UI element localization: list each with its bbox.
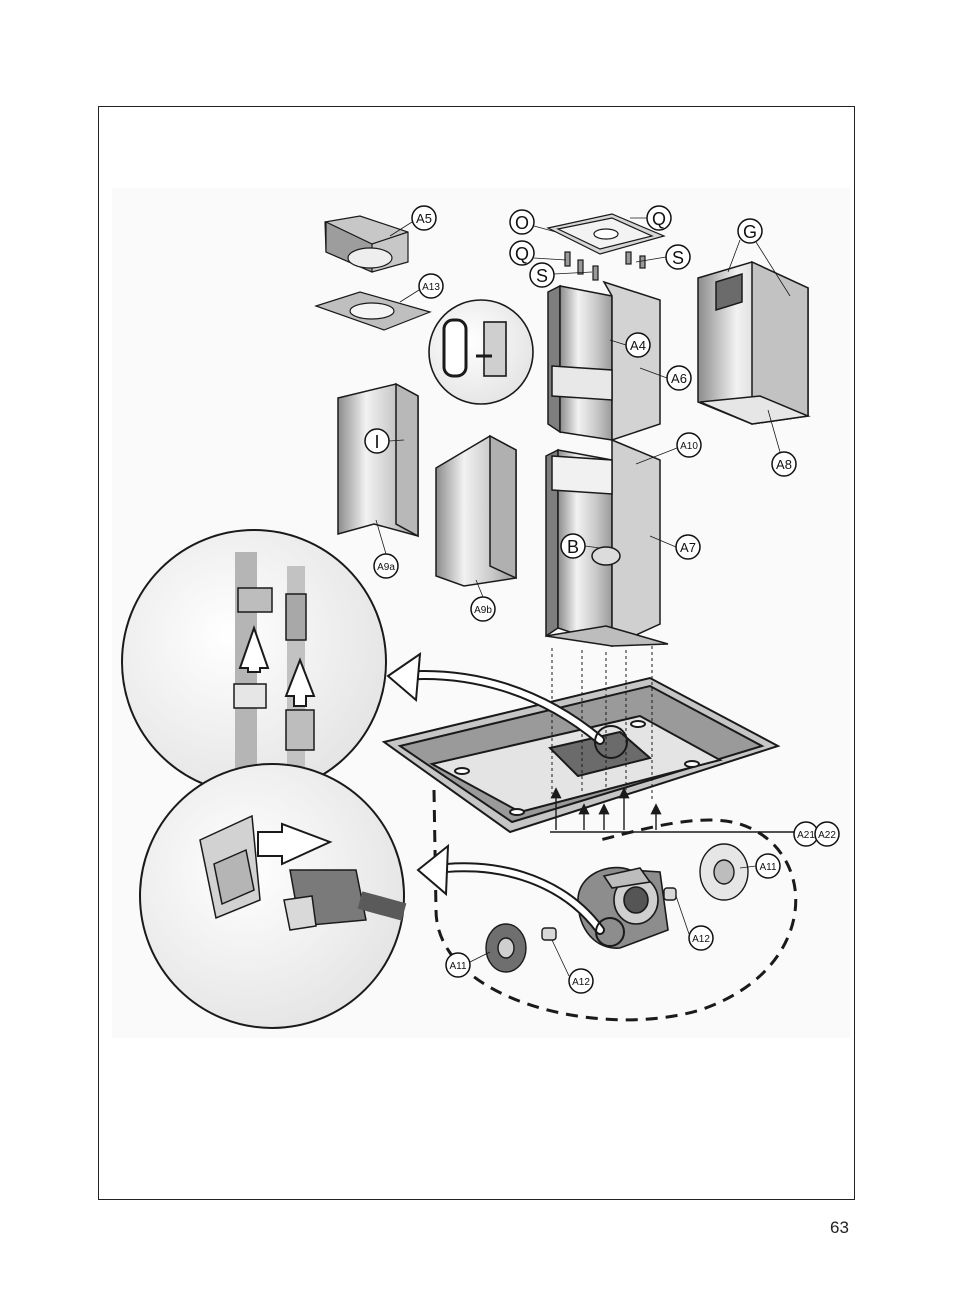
svg-text:A9a: A9a: [377, 562, 395, 573]
svg-text:A8: A8: [776, 457, 792, 472]
svg-text:A11: A11: [759, 862, 776, 873]
svg-text:B: B: [567, 537, 579, 557]
svg-text:S: S: [536, 266, 548, 286]
motor-group-outline: [432, 789, 798, 1022]
grease-filter-left: [485, 923, 527, 973]
grease-filter-right: [699, 843, 749, 901]
svg-text:O: O: [515, 213, 529, 233]
label-a6: A6: [666, 365, 692, 391]
label-q-left: Q: [509, 240, 535, 266]
leader-lines: [375, 217, 791, 977]
svg-text:S: S: [672, 248, 684, 268]
label-b: B: [560, 533, 586, 559]
svg-text:I: I: [374, 432, 379, 452]
label-q-top: Q: [646, 205, 672, 231]
svg-text:A13: A13: [422, 282, 440, 293]
svg-text:A7: A7: [680, 540, 696, 555]
label-a5: A5: [411, 205, 437, 231]
label-s-left: S: [529, 262, 555, 288]
filter-adapters: [541, 887, 677, 941]
callout-arrowhead-lower: [416, 843, 450, 897]
svg-text:A9b: A9b: [474, 605, 492, 616]
callout-arrowhead-upper: [386, 651, 422, 703]
slot-detail-circle: [428, 299, 534, 405]
svg-text:A22: A22: [818, 830, 836, 841]
label-a13: A13: [418, 273, 444, 299]
alignment-lines: [551, 646, 653, 800]
svg-text:A12: A12: [572, 977, 590, 988]
label-s-right: S: [665, 244, 691, 270]
motor-plug-marker: [595, 917, 625, 947]
svg-text:A5: A5: [416, 211, 432, 226]
label-a10: A10: [676, 432, 702, 458]
svg-text:A6: A6: [671, 371, 687, 386]
fixing-arrows: [550, 787, 796, 833]
label-g: G: [737, 218, 763, 244]
upper-chimney-a6: [547, 280, 661, 442]
ceiling-bracket: [546, 213, 666, 255]
screws: [564, 251, 646, 281]
svg-text:A11: A11: [449, 961, 466, 972]
motor-plug-detail-circle: [139, 763, 407, 1029]
svg-text:A4: A4: [630, 338, 646, 353]
label-a12-left: A12: [568, 968, 594, 994]
svg-text:Q: Q: [515, 244, 529, 264]
duct-connector-a5: [324, 215, 409, 273]
label-a4: A4: [625, 332, 651, 358]
page-number: 63: [830, 1218, 849, 1237]
label-i: I: [364, 428, 390, 454]
label-a21: A21: [793, 821, 819, 847]
outer-chimney-a8: [697, 260, 811, 425]
connector-detail-circle: [121, 529, 387, 800]
label-a11-left: A11: [445, 952, 471, 978]
label-a11-right: A11: [755, 853, 781, 879]
connection-point-marker: [594, 725, 628, 759]
callout-arrow-lower-inner: [427, 864, 603, 933]
label-a12-right: A12: [688, 925, 714, 951]
label-a8: A8: [771, 451, 797, 477]
svg-text:G: G: [743, 222, 757, 242]
diagram-frame: [98, 106, 855, 1200]
side-cover-a9a: [337, 382, 419, 538]
svg-text:A10: A10: [680, 441, 698, 452]
svg-text:A12: A12: [692, 934, 710, 945]
label-a22: A22: [814, 821, 840, 847]
svg-text:Q: Q: [652, 209, 666, 229]
label-a9a: A9a: [373, 553, 399, 579]
flange-plate-a13: [314, 291, 432, 331]
side-cover-a9b: [435, 434, 517, 587]
label-a7: A7: [675, 534, 701, 560]
svg-text:A21: A21: [797, 830, 815, 841]
label-a9b: A9b: [470, 596, 496, 622]
callout-arrow-upper-inner: [397, 671, 603, 743]
label-o: O: [509, 209, 535, 235]
